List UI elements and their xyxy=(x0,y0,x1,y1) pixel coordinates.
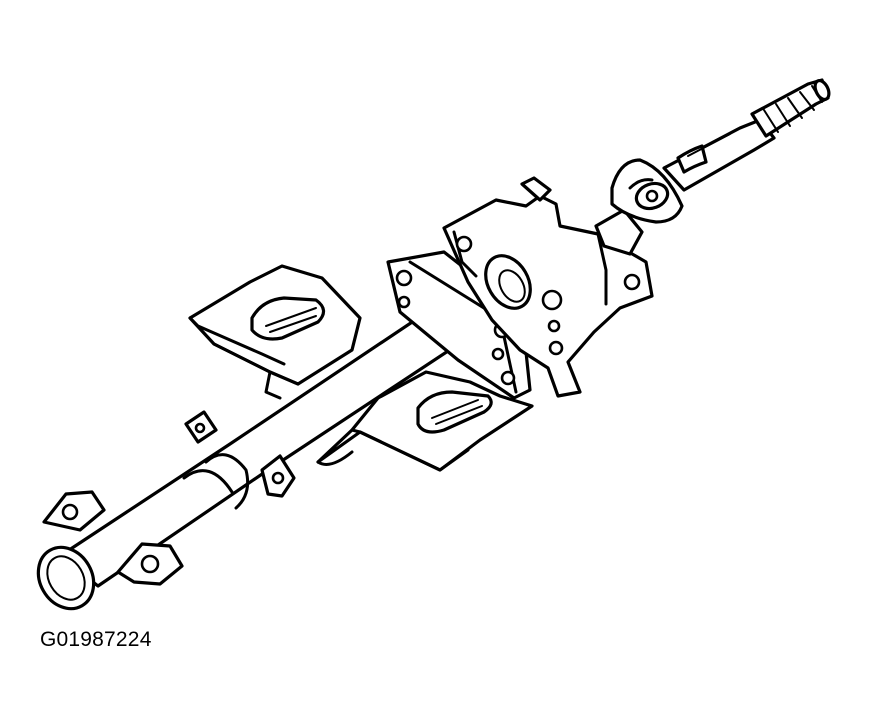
upper-mounting-bracket xyxy=(188,264,362,400)
splined-shaft xyxy=(662,78,831,192)
figure-code-caption: G01987224 xyxy=(40,628,152,651)
mounting-tab-top xyxy=(184,410,218,444)
mounting-tab-left xyxy=(42,490,106,532)
column-housing xyxy=(442,176,654,398)
universal-joint xyxy=(594,158,684,256)
lower-mounting-bracket xyxy=(316,370,534,472)
mounting-tab-middle xyxy=(260,454,296,498)
tube-end xyxy=(36,545,96,611)
mounting-tab-bottom xyxy=(116,542,184,586)
